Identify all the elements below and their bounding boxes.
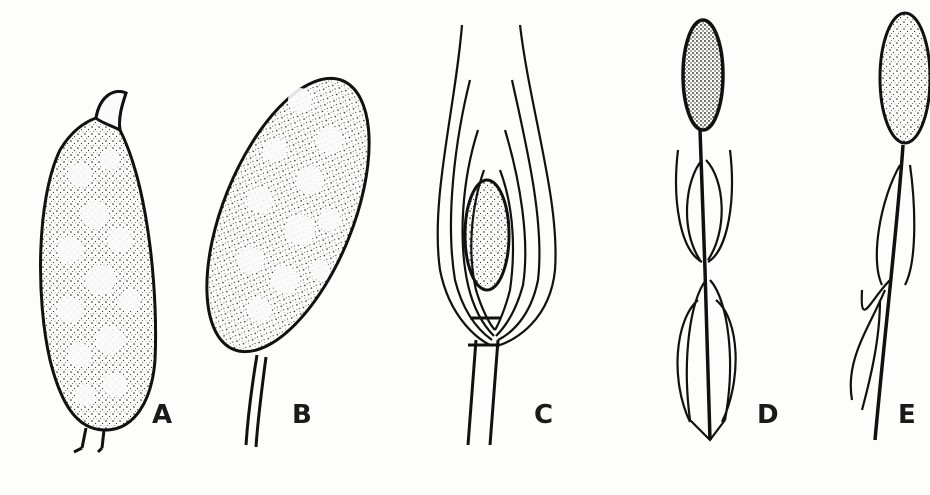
panel-b-label: B	[292, 402, 312, 428]
panel-e-sporangium-body	[880, 13, 930, 143]
panel-e-sporangium	[880, 13, 930, 143]
panel-d-sporangium	[683, 20, 723, 130]
panel-d-sporangium-body	[683, 20, 723, 130]
panel-a-sporangium-wall	[41, 91, 156, 430]
panel-b-sporangium-body	[173, 56, 402, 374]
panel-e-label: E	[898, 402, 916, 428]
panel-c-stalk	[468, 318, 500, 445]
panel-a-sporangium	[41, 91, 156, 452]
panel-c-label: C	[534, 402, 553, 428]
panel-b-sporangium	[173, 56, 402, 447]
panel-d-conidiophore	[676, 130, 736, 440]
panel-a-base-stalk	[74, 428, 104, 452]
panel-e-conidiophore	[851, 145, 915, 440]
panel-c-sporangium-body	[465, 180, 509, 290]
panel-d-label: D	[757, 402, 779, 428]
panel-a-label: A	[152, 402, 172, 428]
panel-b-stalk	[246, 355, 266, 447]
